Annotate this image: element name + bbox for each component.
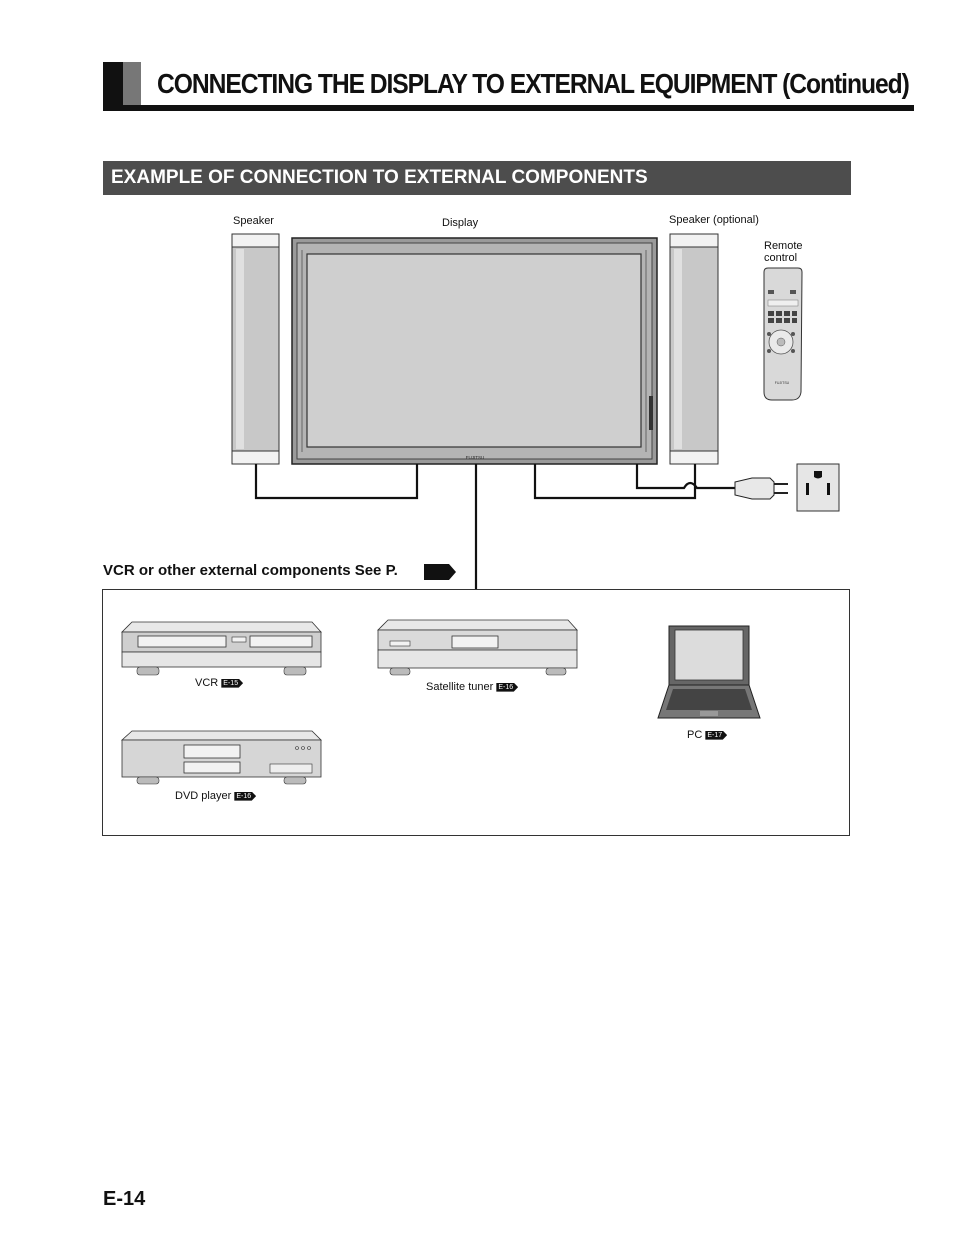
header-grey-bar [123, 62, 141, 106]
vcr-name: VCR [195, 677, 219, 689]
remote-control [763, 267, 803, 401]
display-label: Display [442, 217, 479, 229]
satellite-tuner-device [377, 619, 578, 676]
satellite-label: Satellite tuner E-16 [426, 681, 519, 693]
power-plug [734, 477, 788, 500]
wall-outlet [796, 463, 840, 512]
cables [254, 464, 735, 590]
pc-label: PC E-17 [687, 729, 728, 741]
speaker-left [231, 233, 280, 465]
see-page-arrow-icon [424, 564, 456, 580]
pc-page-link[interactable]: E-17 [705, 730, 728, 740]
vcr-device [121, 621, 322, 676]
page-header: CONNECTING THE DISPLAY TO EXTERNAL EQUIP… [103, 62, 914, 112]
vcr-label: VCR E-15 [195, 677, 244, 689]
remote-brand-text: FUJITSU [775, 381, 790, 385]
speaker-right-label: Speaker (optional) [669, 214, 759, 226]
remote-label-line1: Remote [764, 240, 803, 252]
page-title: CONNECTING THE DISPLAY TO EXTERNAL EQUIP… [157, 68, 910, 99]
section-heading-bar: EXAMPLE OF CONNECTION TO EXTERNAL COMPON… [103, 161, 851, 195]
dvd-label: DVD player E-16 [175, 790, 257, 802]
header-black-bar [103, 62, 123, 106]
dvd-page-link[interactable]: E-16 [234, 791, 257, 801]
display-brand-text: FUJITSU [466, 455, 485, 460]
pc-laptop-device [657, 625, 761, 719]
speaker-right [669, 233, 719, 465]
pc-name: PC [687, 729, 703, 741]
satellite-page-link[interactable]: E-16 [496, 682, 519, 692]
vcr-page-link[interactable]: E-15 [221, 678, 244, 688]
section-title: EXAMPLE OF CONNECTION TO EXTERNAL COMPON… [111, 167, 648, 188]
external-components-note: VCR or other external components See P. [103, 562, 398, 579]
remote-label-line2: control [764, 252, 798, 264]
satellite-name: Satellite tuner [426, 681, 494, 693]
speaker-left-label: Speaker [233, 215, 274, 227]
dvd-player-device [120, 730, 322, 785]
page-number: E-14 [103, 1188, 146, 1210]
dvd-name: DVD player [175, 790, 232, 802]
display-panel [291, 237, 658, 465]
header-rule [103, 105, 914, 111]
external-components-box [102, 589, 850, 836]
